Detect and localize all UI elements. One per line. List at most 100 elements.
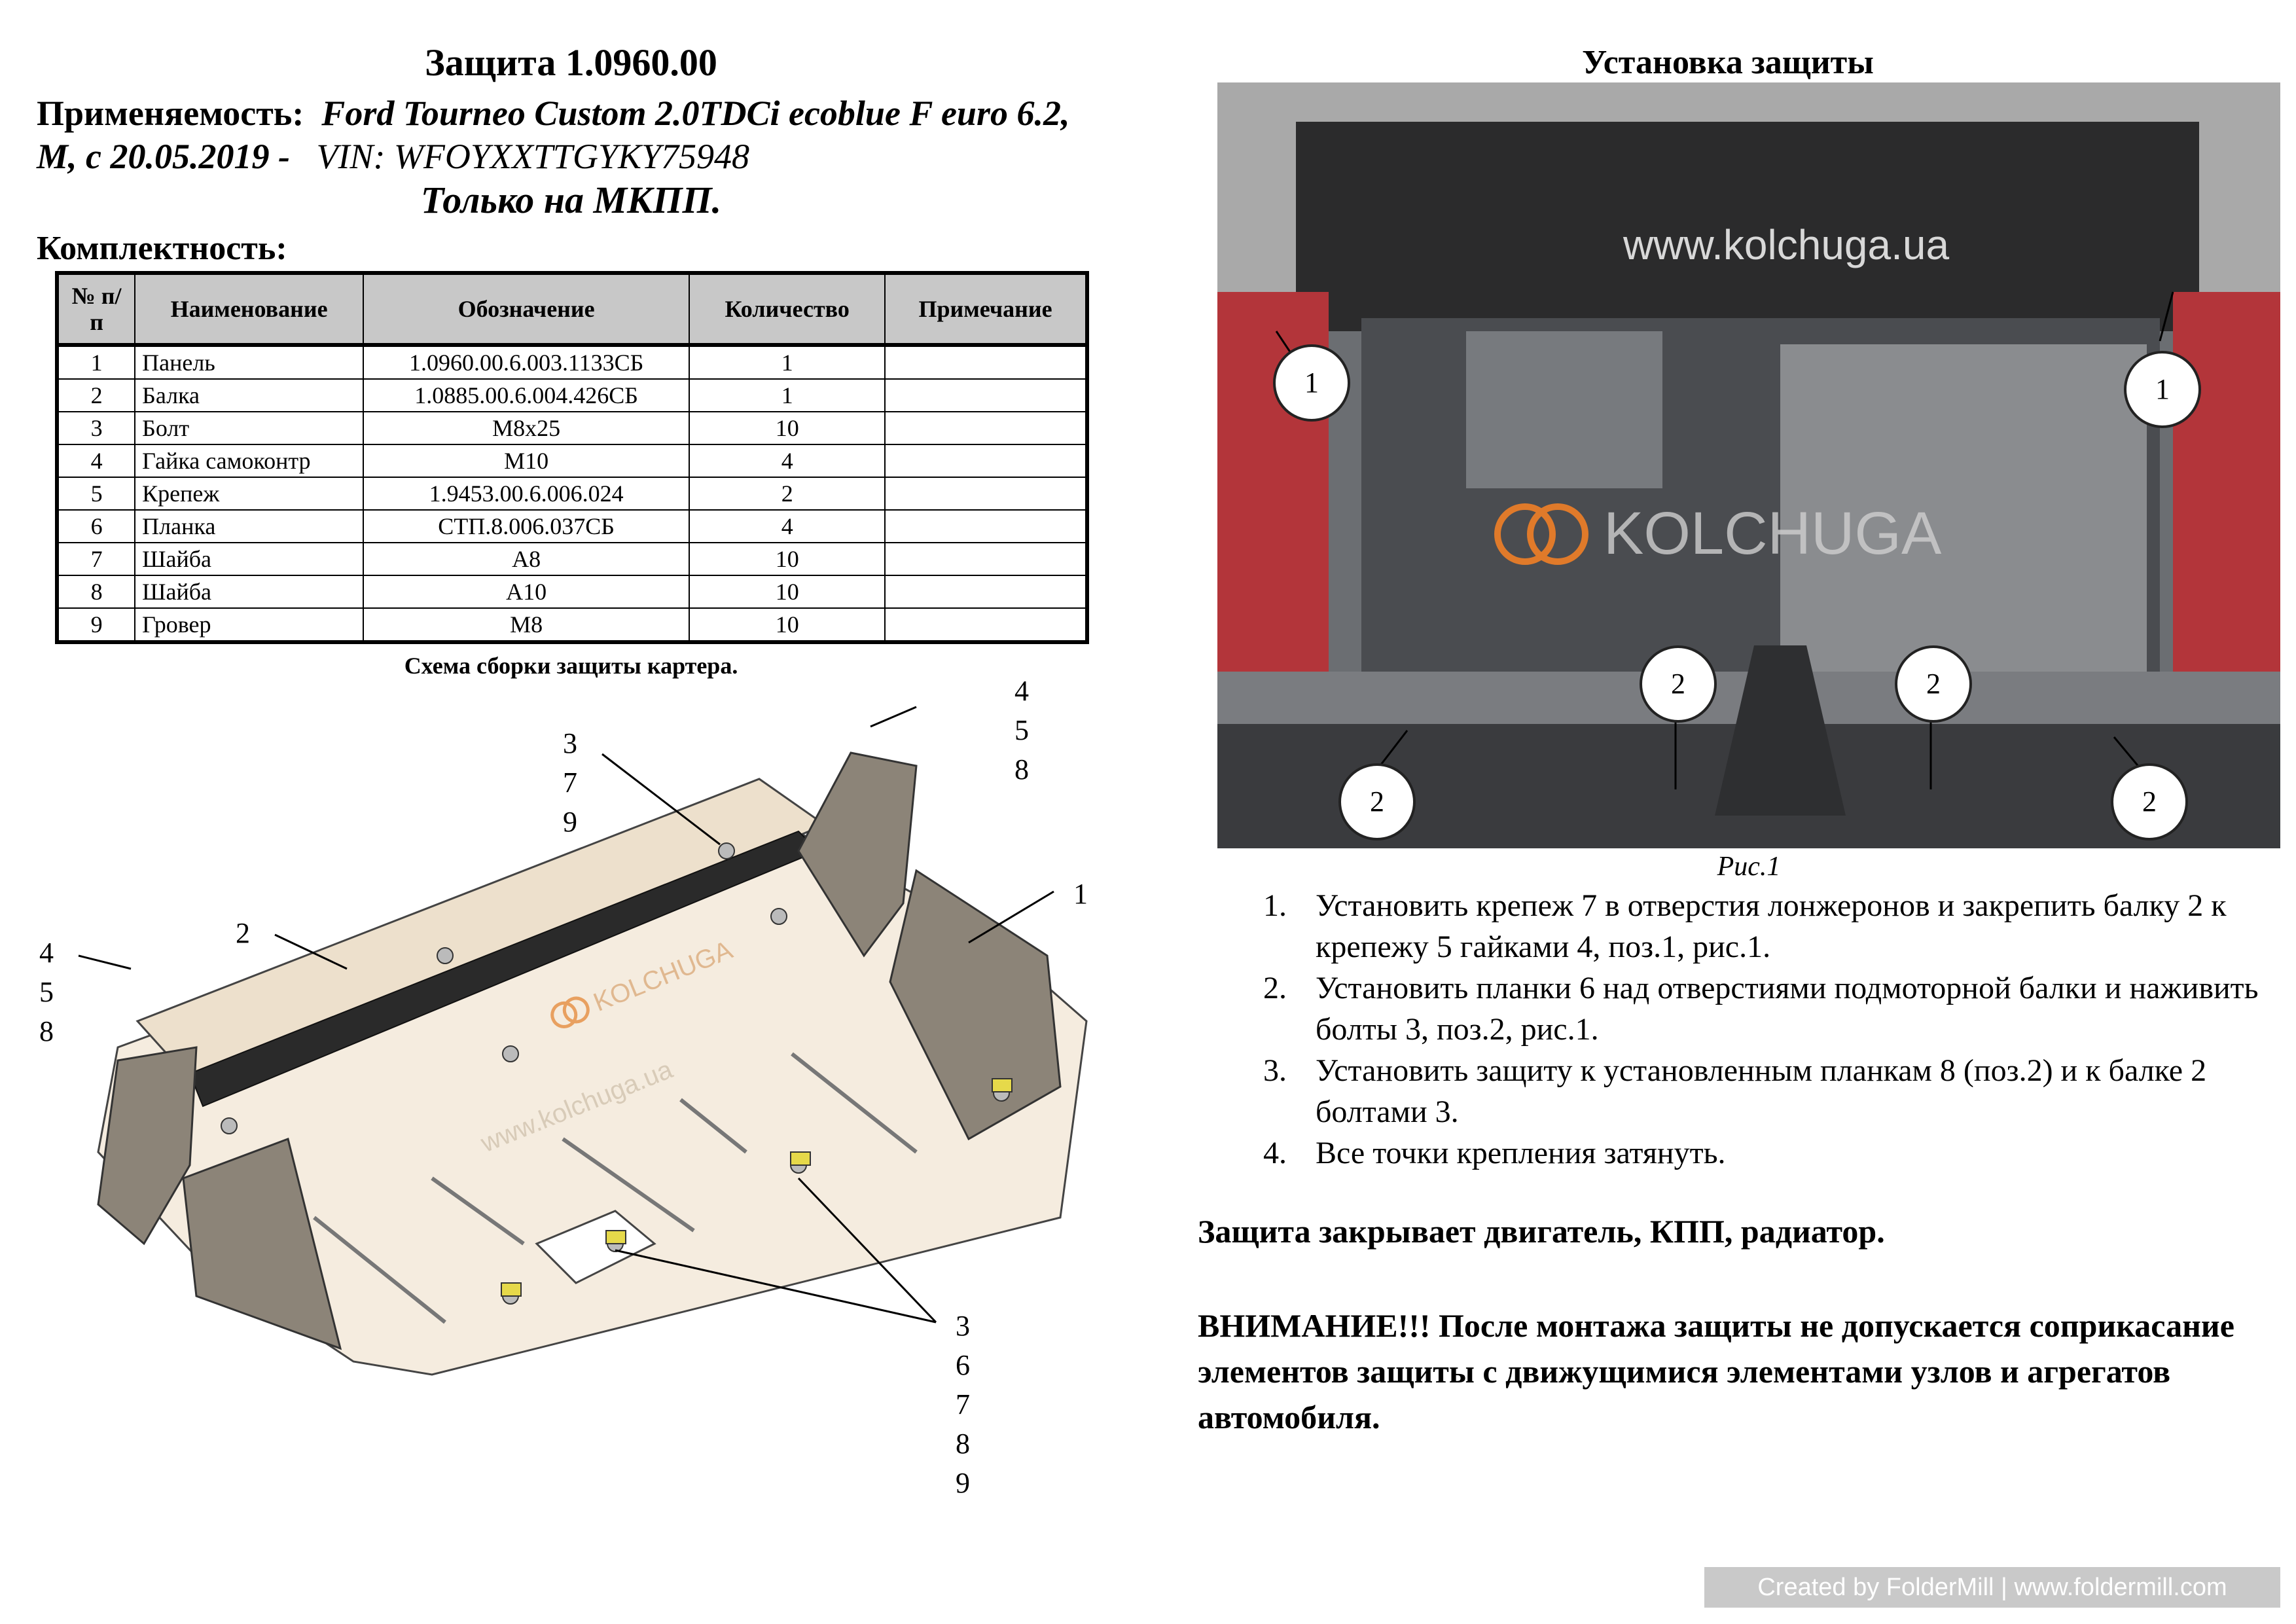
install-steps: 1. Установить крепеж 7 в отверстия лонже… [1263, 885, 2284, 1174]
cell-name: Шайба [134, 575, 364, 609]
label-left-8: 8 [39, 1015, 54, 1047]
cell-note [884, 477, 1088, 511]
cell-qty: 1 [689, 344, 886, 380]
label-left-4: 4 [39, 937, 54, 969]
install-photo: www.kolchuga.ua KOLCHUGA 1 1 2 2 2 2 [1217, 82, 2280, 848]
cell-qty: 4 [689, 509, 886, 543]
photo-callout-2-mid-left: 2 [1640, 645, 1717, 723]
label-top-right-4: 4 [1014, 681, 1029, 707]
table-row: 7 Шайба А8 10 [56, 542, 1088, 576]
step-number: 2. [1263, 971, 1287, 1005]
install-title: Установка защиты [1582, 44, 1874, 81]
label-left-5: 5 [39, 976, 54, 1008]
label-top-right-8: 8 [1014, 753, 1029, 785]
cell-note [884, 444, 1088, 478]
cell-code: А8 [362, 542, 691, 576]
left-bracket-shape [97, 1046, 198, 1246]
cell-qty: 4 [689, 444, 886, 478]
coverage-statement: Защита закрывает двигатель, КПП, радиато… [1198, 1213, 1885, 1250]
step-text: Установить планки 6 над отверстиями подм… [1316, 971, 2259, 1047]
assembly-scheme: KOLCHUGA www.kolchuga.ua 4 5 8 3 7 9 4 5… [39, 681, 1088, 1499]
cell-number: 1 [56, 344, 136, 380]
cell-code: 1.0960.00.6.003.1133СБ [362, 344, 691, 380]
cell-note [884, 607, 1088, 643]
cell-qty: 10 [689, 607, 886, 643]
label-bottom-6: 6 [956, 1349, 970, 1381]
cell-code: 1.0885.00.6.004.426СБ [362, 378, 691, 412]
applicability-value: Ford Tourneo Custom 2.0TDCi ecoblue F eu… [37, 94, 1070, 176]
label-bottom-8: 8 [956, 1428, 970, 1460]
list-item: 2. Установить планки 6 над отверстиями п… [1263, 967, 2284, 1050]
step-text: Установить защиту к установленным планка… [1316, 1053, 2207, 1129]
cell-qty: 2 [689, 477, 886, 511]
cell-name: Гровер [134, 607, 364, 643]
applicability-label: Применяемость: [37, 94, 304, 133]
cell-number: 7 [56, 542, 136, 576]
label-bottom-9: 9 [956, 1467, 970, 1499]
label-top-mid-7: 7 [563, 767, 577, 799]
panel-ribs [313, 1052, 918, 1324]
leader-lines [78, 706, 1054, 1324]
step-number: 3. [1263, 1053, 1287, 1088]
step-number: 1. [1263, 888, 1287, 923]
cell-note [884, 344, 1088, 380]
cell-number: 6 [56, 509, 136, 543]
label-top-mid-9: 9 [563, 806, 577, 838]
cell-name: Балка [134, 378, 364, 412]
cell-number: 2 [56, 378, 136, 412]
label-bottom-7: 7 [956, 1388, 970, 1420]
cell-note [884, 542, 1088, 576]
label-top-mid-3: 3 [563, 727, 577, 759]
vin-number: VIN: WFOYXXTTGYKY75948 [316, 137, 750, 176]
label-beam-2: 2 [236, 917, 250, 949]
photo-callout-2-mid-right: 2 [1895, 645, 1972, 723]
step-number: 4. [1263, 1136, 1287, 1170]
list-item: 3. Установить защиту к установленным пла… [1263, 1050, 2284, 1132]
cell-qty: 10 [689, 542, 886, 576]
label-top-right-5: 5 [1014, 714, 1029, 746]
cell-code: М10 [362, 444, 691, 478]
col-header-code: Обозначение [362, 272, 691, 347]
label-bottom-3: 3 [956, 1310, 970, 1342]
table-row: 8 Шайба А10 10 [56, 575, 1088, 609]
table-row: 2 Балка 1.0885.00.6.004.426СБ 1 [56, 378, 1088, 412]
clip-markers [501, 1078, 1013, 1297]
warning-text: ВНИМАНИЕ!!! После монтажа защиты не допу… [1198, 1307, 2234, 1435]
cell-note [884, 378, 1088, 412]
photo-callout-1-left: 1 [1273, 344, 1350, 422]
photo-callout-1-right: 1 [2124, 351, 2201, 428]
step-text: Все точки крепления затянуть. [1316, 1136, 1726, 1170]
document-title: Защита 1.0960.00 [425, 41, 717, 84]
cell-name: Шайба [134, 542, 364, 576]
cell-number: 9 [56, 607, 136, 643]
right-wing-shape [889, 869, 1062, 1141]
cell-number: 3 [56, 411, 136, 445]
photo-logo-ring-icon [1527, 503, 1588, 565]
cell-code: СТП.8.006.037СБ [362, 509, 691, 543]
cell-name: Планка [134, 509, 364, 543]
cell-qty: 1 [689, 378, 886, 412]
table-row: 5 Крепеж 1.9453.00.6.006.024 2 [56, 477, 1088, 511]
logo-ring-icon [550, 1001, 578, 1028]
list-item: 1. Установить крепеж 7 в отверстия лонже… [1263, 885, 2284, 967]
cell-name: Болт [134, 411, 364, 445]
cell-number: 8 [56, 575, 136, 609]
label-panel-1: 1 [1073, 878, 1088, 910]
table-row: 4 Гайка самоконтр М10 4 [56, 444, 1088, 478]
photo-callout-2-low-right: 2 [2111, 763, 2188, 840]
service-hatch [535, 1210, 656, 1284]
photo-logo-text: KOLCHUGA [1604, 500, 1942, 567]
cell-code: М8х25 [362, 411, 691, 445]
foldermill-badge: Created by FolderMill | www.foldermill.c… [1704, 1567, 2280, 1608]
step-text: Установить крепеж 7 в отверстия лонжерон… [1316, 888, 2227, 964]
cell-name: Панель [134, 344, 364, 380]
parts-table: № п/п Наименование Обозначение Количеств… [55, 271, 1089, 644]
install-photo-drawing: www.kolchuga.ua KOLCHUGA [1217, 82, 2280, 848]
applicability: Применяемость: Ford Tourneo Custom 2.0TD… [37, 92, 1110, 178]
col-header-note: Примечание [884, 272, 1088, 347]
cell-name: Гайка самоконтр [134, 444, 364, 478]
table-header-row: № п/п Наименование Обозначение Количеств… [56, 272, 1088, 347]
table-row: 6 Планка СТП.8.006.037СБ 4 [56, 509, 1088, 543]
gearbox-note: Только на МКПП. [420, 179, 722, 221]
cell-code: 1.9453.00.6.006.024 [362, 477, 691, 511]
